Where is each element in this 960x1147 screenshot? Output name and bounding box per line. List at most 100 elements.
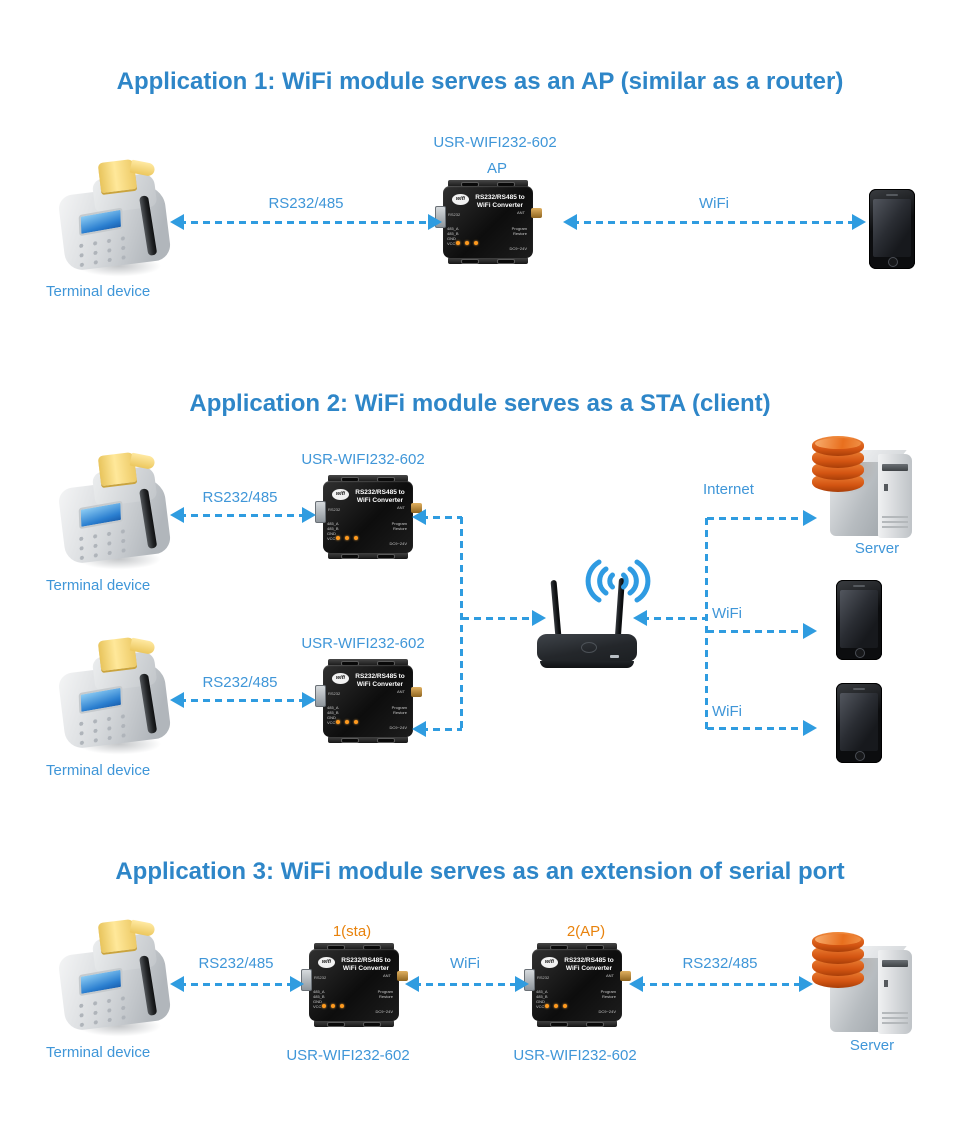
server-front-face: [878, 950, 912, 1034]
mounting-flange-bottom: [328, 552, 408, 559]
restore-label: Restore: [512, 231, 527, 236]
pin-485b: 485_B: [327, 710, 339, 715]
app2-serial-link2-arrow: [170, 691, 316, 709]
arrowhead-right-icon: [803, 623, 817, 639]
app3-title: Application 3: WiFi module serves as an …: [115, 858, 845, 885]
dashed-line: [572, 220, 857, 224]
arrowhead-left-icon: [170, 976, 184, 992]
power-rating-label: DC9~24V: [375, 1009, 393, 1014]
app1-terminal-device-image: [55, 158, 185, 281]
phone-home-button: [855, 647, 865, 658]
app2-wifi-to-phone1-arrow: [707, 622, 817, 640]
dashed-line: [421, 515, 462, 519]
app3-module2-name-label: USR-WIFI232-602: [513, 1047, 637, 1064]
app3-rs232-link2-label: RS232/485: [682, 955, 758, 972]
module-title-line1: RS232/RS485 to: [564, 957, 614, 964]
module-body: wifi RS232/RS485 to WiFi Converter RS232…: [443, 186, 533, 258]
arrowhead-right-icon: [803, 510, 817, 526]
db-top-highlight: [815, 933, 861, 945]
app2-router-to-righthub-arrow: [633, 609, 707, 627]
app2-terminal1-device-image: [55, 451, 185, 574]
wifi-brand-logo: wifi: [452, 194, 469, 205]
module-body: wifi RS232/RS485 to WiFi Converter RS232…: [323, 481, 413, 553]
pos-terminal-illustration: [55, 158, 185, 281]
app3-wifi-module1-image: wifi RS232/RS485 to WiFi Converter RS232…: [301, 943, 408, 1027]
pin-485a: 485_A: [313, 989, 325, 994]
server-front-face: [878, 454, 912, 538]
pin-485a: 485_A: [536, 989, 548, 994]
wifi-brand-logo: wifi: [318, 957, 335, 968]
app3-terminal-label: Terminal device: [46, 1044, 151, 1061]
program-label: Program: [600, 989, 616, 994]
app2-terminal2-device-image: [55, 636, 185, 759]
pin-vcc: VCC: [447, 241, 456, 246]
module-title-line1: RS232/RS485 to: [341, 957, 391, 964]
terminal-pin-labels: 485_A 485_B GND VCC: [447, 226, 459, 246]
db-top-highlight: [815, 437, 861, 449]
app2-terminal2-label: Terminal device: [46, 762, 151, 779]
arrowhead-left-icon: [405, 976, 419, 992]
pin-485a: 485_A: [327, 521, 339, 526]
module-title-text: RS232/RS485 to WiFi Converter: [351, 489, 409, 505]
arrowhead-right-icon: [852, 214, 866, 230]
mounting-flange-bottom: [537, 1020, 617, 1027]
pin-vcc: VCC: [327, 720, 336, 725]
status-led-icons: [545, 995, 572, 1013]
ant-label: ANT: [383, 973, 391, 978]
dashed-line: [421, 727, 462, 731]
app2-module1-to-hub-arrow: [412, 508, 462, 526]
arrowhead-right-icon: [290, 976, 304, 992]
rs232-port-label: RS232: [314, 975, 327, 980]
program-restore-label: Program Restore: [392, 705, 407, 715]
app1-serial-link-arrow: [170, 213, 442, 231]
restore-label: Restore: [392, 710, 407, 715]
app2-router-image: [535, 558, 659, 672]
wifi-converter-module-illustration: wifi RS232/RS485 to WiFi Converter RS232…: [315, 659, 422, 743]
arrowhead-left-icon: [412, 721, 426, 737]
app1-rs232-link-label: RS232/485: [268, 195, 344, 212]
program-restore-label: Program Restore: [512, 226, 527, 236]
module-body: wifi RS232/RS485 to WiFi Converter RS232…: [532, 949, 622, 1021]
power-rating-label: DC9~24V: [389, 541, 407, 546]
app2-title: Application 2: WiFi module serves as a S…: [189, 390, 771, 417]
wifi-router-illustration: [535, 558, 659, 672]
app1-title: Application 1: WiFi module serves as an …: [116, 68, 844, 95]
status-led-icons: [456, 232, 483, 250]
module-title-text: RS232/RS485 to WiFi Converter: [471, 194, 529, 210]
wifi-converter-module-illustration: wifi RS232/RS485 to WiFi Converter RS232…: [301, 943, 408, 1027]
arrowhead-left-icon: [412, 509, 426, 525]
arrowhead-right-icon: [532, 610, 546, 626]
app3-wifi-module2-image: wifi RS232/RS485 to WiFi Converter RS232…: [524, 943, 631, 1027]
phone-speaker: [853, 585, 865, 587]
server-power-button: [884, 980, 888, 987]
arrowhead-left-icon: [170, 692, 184, 708]
phone-screen: [840, 693, 878, 751]
app2-terminal1-label: Terminal device: [46, 577, 151, 594]
app1-wifi-link-label: WiFi: [699, 195, 729, 212]
wifi-brand-logo: wifi: [332, 673, 349, 684]
server-drive-slot: [882, 464, 908, 471]
app2-module2-name-label: USR-WIFI232-602: [301, 635, 425, 652]
dashed-line: [179, 220, 433, 224]
router-body: [537, 634, 637, 662]
rs232-port-label: RS232: [448, 212, 461, 217]
terminal-pin-labels: 485_A 485_B GND VCC: [327, 521, 339, 541]
phone-home-button: [855, 750, 865, 761]
power-rating-label: DC9~24V: [598, 1009, 616, 1014]
pin-485b: 485_B: [536, 994, 548, 999]
program-restore-label: Program Restore: [378, 989, 393, 999]
app3-serial-link2-arrow: [629, 975, 813, 993]
app1-smartphone-image: [869, 189, 915, 269]
app2-right-junction-line: [705, 518, 708, 729]
antenna-connector: [411, 687, 422, 697]
module-title-line2: WiFi Converter: [342, 965, 390, 972]
app3-rs232-link1-label: RS232/485: [198, 955, 274, 972]
program-label: Program: [511, 226, 527, 231]
wifi-brand-logo: wifi: [541, 957, 558, 968]
restore-label: Restore: [378, 994, 393, 999]
antenna-connector: [531, 208, 542, 218]
power-rating-label: DC9~24V: [509, 246, 527, 251]
smartphone-illustration: [836, 683, 882, 763]
pin-vcc: VCC: [313, 1004, 322, 1009]
